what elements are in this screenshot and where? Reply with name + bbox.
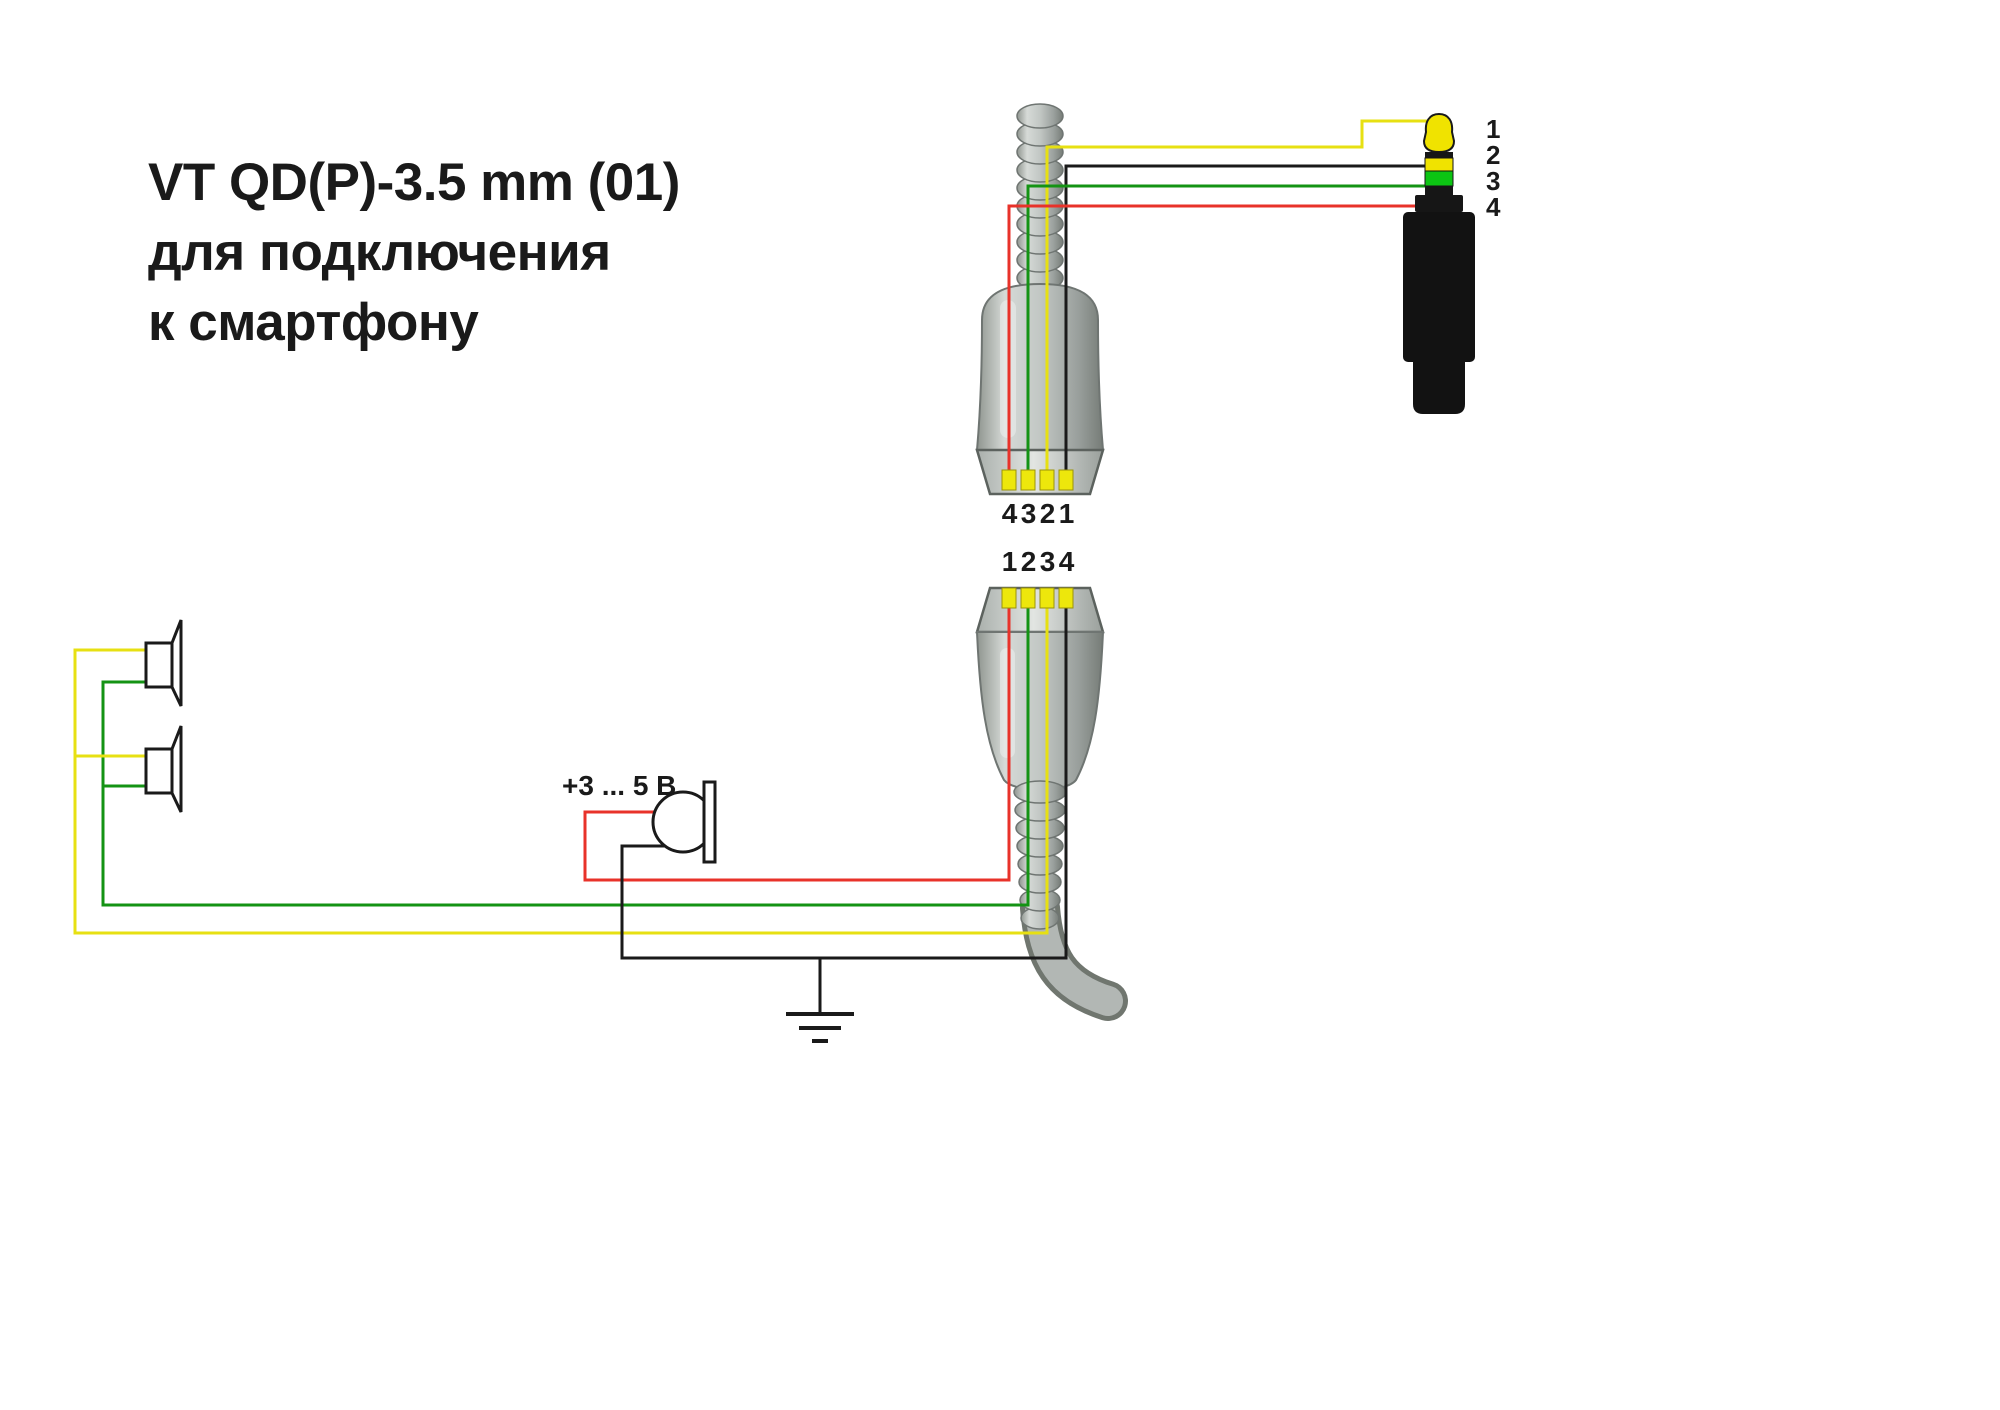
speaker-top-driver [144,641,174,689]
plug-pin-labels: 1 2 3 4 [1486,116,1500,220]
pin-label: 2 [1020,546,1037,577]
qd-bottom-pin-labels: 1 2 3 4 [1000,546,1076,578]
pin-label: 2 [1486,140,1501,170]
pin-label: 3 [1020,498,1037,529]
qd-connector-top [975,103,1105,496]
pin-label: 1 [1058,498,1075,529]
microphone [651,780,717,864]
wire-yellow-bottom [73,592,1049,935]
qd-connector-bottom [975,586,1128,1021]
qd-bottom-pins [1001,587,1074,609]
wire-red-bottom [583,592,1011,882]
speaker-bottom-driver [144,747,174,795]
ground-symbol [786,1012,854,1043]
pin-label: 3 [1039,546,1056,577]
plug-separator-1 [1425,152,1453,158]
qd-top-ribbed-cable [1016,103,1064,291]
pin-label: 1 [1001,546,1018,577]
wires-bottom [73,592,1068,1014]
qd-top-body [975,282,1105,451]
plug-separator-2 [1425,186,1453,195]
pin-label: 1 [1486,114,1501,144]
plug-collar [1415,195,1463,212]
title-line-2: для подключения [148,223,611,282]
speaker-top [144,619,183,707]
plug-ring-2 [1424,157,1454,172]
pin-label: 4 [1058,546,1075,577]
pin-label: 4 [1486,192,1501,222]
pin-label: 2 [1039,498,1056,529]
wire-yellow-top [1045,119,1439,478]
wire-green-bottom [101,592,1030,907]
plug-tip [1422,112,1456,154]
plug-body-lower [1413,362,1465,414]
diagram-title: VT QD(P)-3.5 mm (01) для подключения к с… [148,148,680,358]
title-line-3: к смартфону [148,293,479,352]
wire-green-top [1026,184,1442,478]
qd-top-pins [1001,469,1074,491]
pin-label: 4 [1001,498,1018,529]
wire-black-bottom [620,592,1068,1014]
mic-diaphragm [702,780,717,864]
plug-body [1403,212,1475,362]
pin-label: 3 [1486,166,1501,196]
title-line-1: VT QD(P)-3.5 mm (01) [148,153,680,212]
trrs-plug [1403,112,1475,414]
qd-bottom-body [975,631,1105,791]
wire-red-top [1007,204,1440,478]
qd-top-pin-labels: 4 3 2 1 [1000,498,1076,530]
speaker-bottom [144,725,183,813]
plug-ring-3 [1424,170,1454,187]
wire-black-top [1064,164,1442,478]
mic-voltage-label: +3 ... 5 В [562,770,677,801]
